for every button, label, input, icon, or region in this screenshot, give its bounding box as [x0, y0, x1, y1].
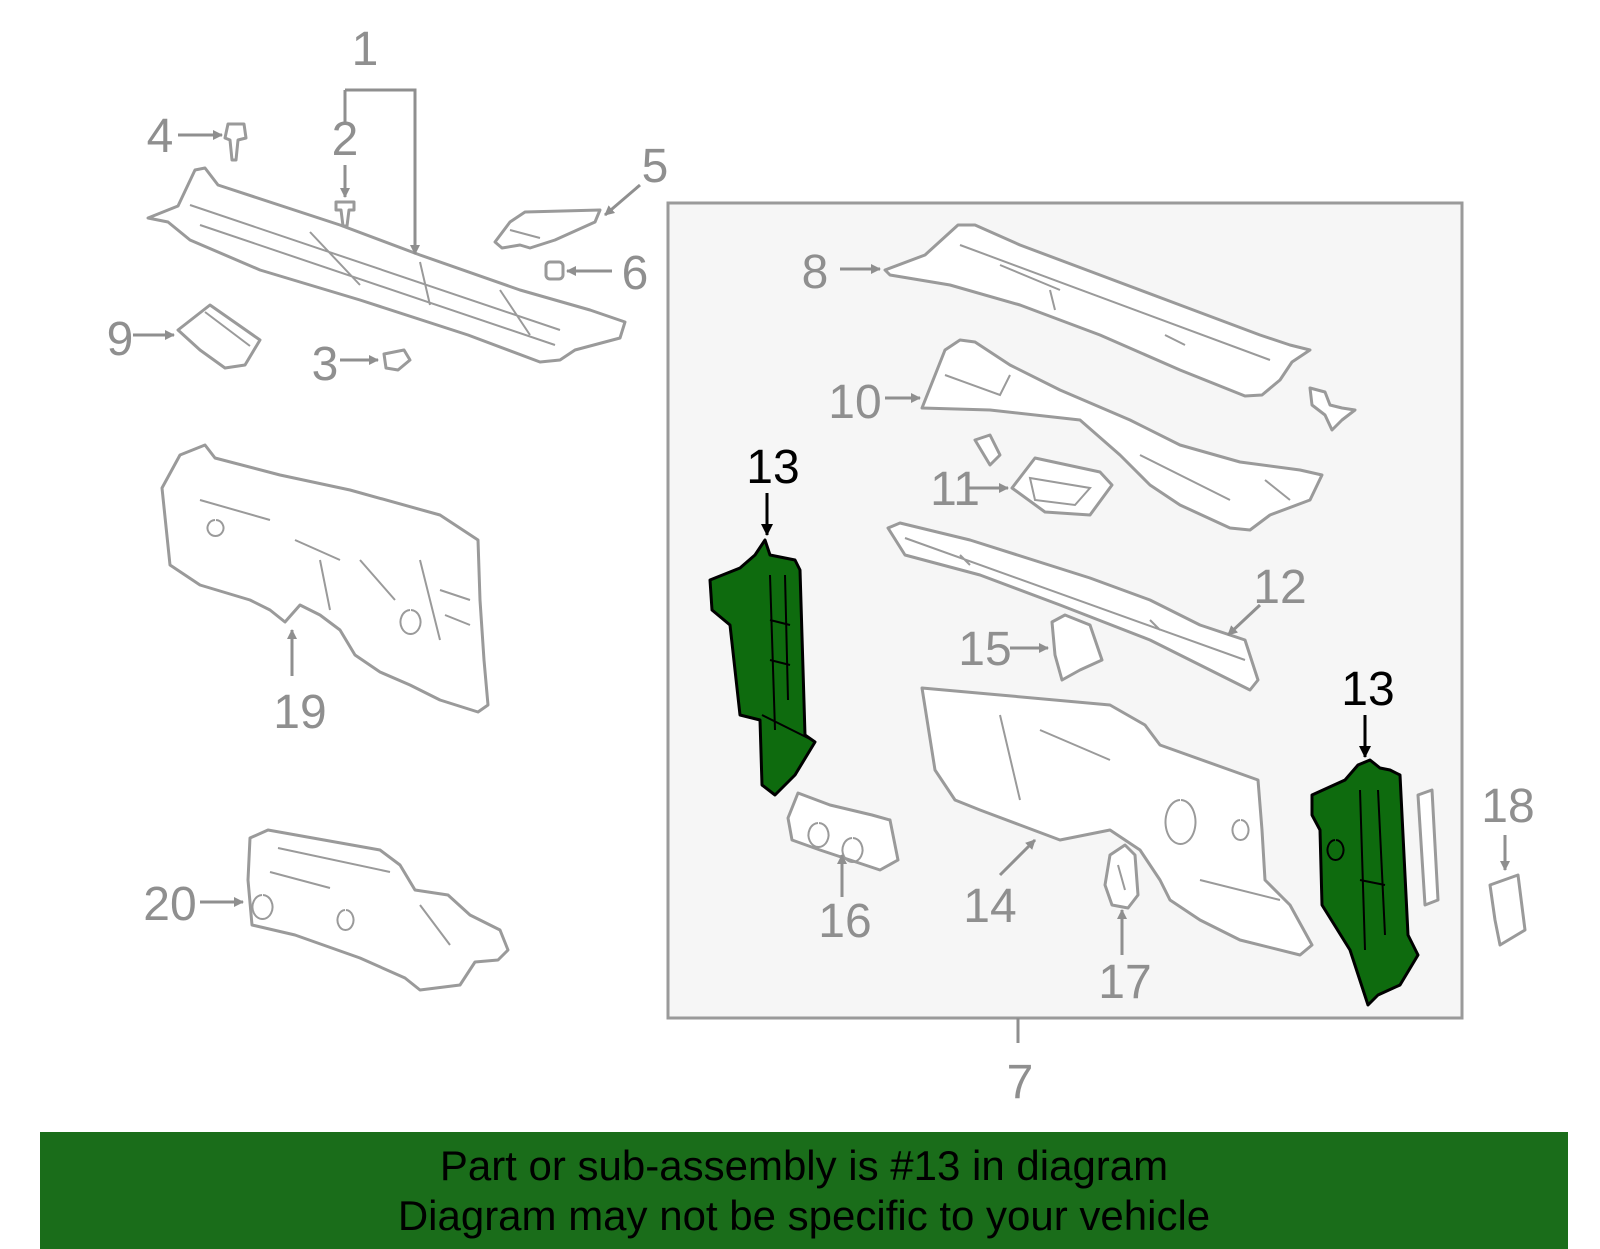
part-19-dash-panel [160, 443, 490, 714]
callout-20: 20 [143, 878, 196, 931]
callout-11: 11 [930, 463, 980, 516]
part-11-cover [973, 433, 1114, 517]
callout-15: 15 [958, 623, 1011, 676]
callout-3: 3 [312, 338, 339, 391]
callout-8: 8 [802, 246, 829, 299]
part-strip [1416, 788, 1440, 907]
callout-9: 9 [107, 313, 134, 366]
callout-10: 10 [828, 376, 881, 429]
part-6-plug [544, 260, 565, 281]
part-3-plug [382, 348, 412, 372]
part-4-fastener [223, 122, 248, 162]
parts-diagram: 1 2 4 5 6 9 3 19 20 [107, 23, 1535, 1109]
part-20-insulator [246, 828, 510, 992]
callout-13-right: 13 [1341, 663, 1394, 716]
callout-12: 12 [1253, 561, 1306, 614]
part-9-cover [176, 303, 262, 370]
part-12-crossmember [886, 521, 1260, 692]
part-16-bracket [786, 791, 900, 872]
callout-6: 6 [622, 247, 649, 300]
banner-line-1: Part or sub-assembly is #13 in diagram [439, 1141, 1169, 1189]
callout-2: 2 [332, 113, 359, 166]
callout-14: 14 [963, 880, 1016, 933]
part-10-cowl-inner [920, 338, 1324, 532]
callout-13-left: 13 [746, 441, 799, 494]
part-8-cowl-top [883, 223, 1312, 398]
part-10-bracket [1308, 386, 1357, 432]
callout-16: 16 [818, 895, 871, 948]
part-15-bracket [1050, 613, 1104, 682]
callout-5: 5 [642, 140, 669, 193]
callout-19: 19 [273, 686, 326, 739]
callout-7: 7 [1007, 1056, 1034, 1109]
part-17-bracket [1103, 843, 1140, 910]
info-banner: Part or sub-assembly is #13 in diagram D… [40, 1132, 1568, 1249]
banner-line-2: Diagram may not be specific to your vehi… [397, 1191, 1211, 1239]
callout-18: 18 [1481, 780, 1534, 833]
part-5-bracket [493, 208, 602, 250]
callout-4: 4 [147, 110, 174, 163]
part-14-dash-panel [920, 686, 1314, 957]
callout-1: 1 [352, 23, 379, 76]
part-1-cowl-panel [146, 166, 627, 364]
part-2-clip [334, 200, 356, 228]
part-13-left [708, 538, 817, 797]
part-13-right [1310, 758, 1420, 1007]
callout-17: 17 [1098, 956, 1151, 1009]
part-18-bracket [1488, 873, 1527, 947]
